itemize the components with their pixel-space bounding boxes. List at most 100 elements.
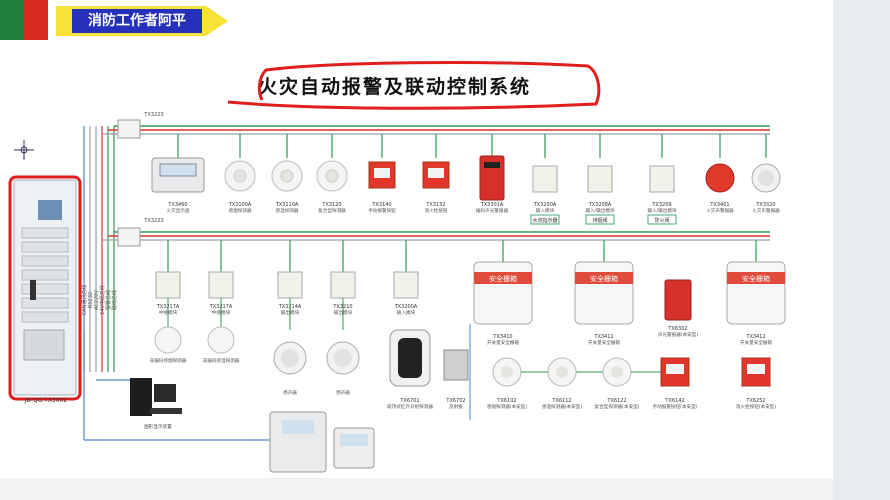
mid-device-model: TX3200A <box>394 304 418 310</box>
safety-barrier-box <box>574 261 634 325</box>
reflector-icon <box>443 349 469 381</box>
mid-device-name: 输入模块 <box>397 309 416 316</box>
safety-box-label: 安全栅箱 <box>489 274 517 283</box>
top-device-model: TX3320 <box>755 202 775 208</box>
top-device-model: TX3401 <box>709 202 729 208</box>
area-controller-screen <box>282 420 314 434</box>
detector-center <box>233 169 247 183</box>
top-device-model: TX3460 <box>167 202 187 208</box>
cabinet-line-label: RS232 <box>88 292 94 308</box>
device-tag-label: 防火阀 <box>654 217 669 224</box>
safety-barrier-box <box>726 261 786 325</box>
controller-module-row <box>21 227 69 239</box>
safety-box-model: TX3412 <box>745 334 765 340</box>
io-module-icon <box>649 165 675 193</box>
mid-isolator <box>117 227 141 247</box>
speaker-cone <box>334 349 352 367</box>
safety-box-header <box>727 272 785 284</box>
ex-device-name: 感温探测器(本安型) <box>542 403 583 410</box>
ex-device-model: TX6142 <box>664 398 684 404</box>
safety-box-model: TX3410 <box>492 334 512 340</box>
top-device-name: 感温探测器 <box>276 207 299 214</box>
top-device-name: 编码声光警报器 <box>476 207 509 214</box>
safety-box-model: TX3411 <box>593 334 613 340</box>
title-red-outline <box>227 61 601 110</box>
detector-center <box>556 366 568 378</box>
top-device-name: 复合型探测器 <box>318 207 346 214</box>
low-device-name: 扬声器 <box>283 389 297 396</box>
pc-keyboard-icon <box>150 408 182 414</box>
top-device-model: TX3120 <box>321 202 341 208</box>
pc-monitor-icon <box>154 384 176 402</box>
ex-device-name: 消火栓按钮(本安型) <box>736 403 777 410</box>
top-device-model: TX3301A <box>480 202 504 208</box>
corner-green-block <box>0 0 24 40</box>
top-device-name: 火灾声警报器 <box>706 207 734 214</box>
safety-box-name: 开关量安全栅箱 <box>740 339 773 346</box>
controller-phone-handset <box>30 280 36 300</box>
top-device-model: TX3100A <box>228 202 252 208</box>
device-tag-label: 排烟阀 <box>592 217 607 224</box>
low-device-name: 扬声器 <box>336 389 350 396</box>
controller-module-row <box>21 255 69 267</box>
relay-module-icon <box>208 271 234 299</box>
panel-screen <box>159 163 197 177</box>
button-window <box>747 364 765 374</box>
controller-module-row <box>21 283 69 295</box>
controller-module-row <box>21 269 69 281</box>
top-device-model: TX3152 <box>425 202 445 208</box>
controller-module-row <box>21 241 69 253</box>
low-device-model: TX6702 <box>445 398 465 404</box>
corner-color-strip <box>0 0 48 40</box>
ex-device-name: 声光警报器(本安型) <box>658 331 699 338</box>
top-device-name: 火灾声警报器 <box>752 207 780 214</box>
device-tag-box <box>585 214 615 225</box>
ex-device-model: TX6122 <box>606 398 626 404</box>
ex-alarm-icon <box>664 279 692 321</box>
ex-device-name: 复合型探测器(本安型) <box>595 403 640 410</box>
detector-center <box>280 169 294 183</box>
safety-barrier-box <box>473 261 533 325</box>
safety-box-label: 安全栅箱 <box>742 274 770 283</box>
low-device-name: 吸顶式红外对射探测器 <box>387 403 433 410</box>
top-device-name: 输入模块 <box>536 207 555 214</box>
output-module-icon <box>330 271 356 299</box>
sounder-grille <box>484 162 500 168</box>
cabinet-line-label: 报警总线 <box>105 290 112 310</box>
top-device-model: TX3208A <box>588 202 612 208</box>
speaker-cone <box>758 170 774 186</box>
input-module-icon <box>532 165 558 193</box>
speaker-cone <box>281 349 299 367</box>
detector-center <box>501 366 513 378</box>
mid-isolator-label: TX3223 <box>143 218 163 224</box>
pc-tower-icon <box>130 378 152 416</box>
top-device-name: 手动报警按钮 <box>368 207 396 214</box>
top-device-name: 消火栓按钮 <box>425 207 448 214</box>
low-device-name: 非编码感温探测器 <box>203 357 240 364</box>
cabinet-line-label: 24V电源总线 <box>99 285 106 315</box>
detector-center <box>325 169 339 183</box>
controller-module-row <box>21 311 69 323</box>
smoke-detector-icon <box>154 326 182 354</box>
ex-device-model: TX6252 <box>745 398 765 404</box>
beam-lens <box>398 338 422 378</box>
controller-red-highlight <box>8 175 82 401</box>
ex-device-model: TX6102 <box>496 398 516 404</box>
cabinet-line-label: AC220V <box>94 290 100 310</box>
author-banner-arrow <box>206 6 228 36</box>
controller-display-screen <box>38 200 62 220</box>
window-frame-right <box>833 0 890 500</box>
crosshair-circle <box>20 146 28 154</box>
top-device-model: TX3140 <box>371 202 391 208</box>
corner-red-block <box>24 0 48 40</box>
top-device-name: 感烟探测器 <box>229 207 252 214</box>
input-module-icon <box>393 271 419 299</box>
button-window <box>374 168 390 178</box>
author-banner-text: 消防工作者阿平 <box>72 9 202 33</box>
top-device-name: 输入/输出模块 <box>647 207 677 214</box>
top-device-name: 输入/输出模块 <box>585 207 615 214</box>
output-module-icon <box>277 271 303 299</box>
ex-device-name: 感烟探测器(本安型) <box>487 403 528 410</box>
heat-detector-icon <box>207 326 235 354</box>
